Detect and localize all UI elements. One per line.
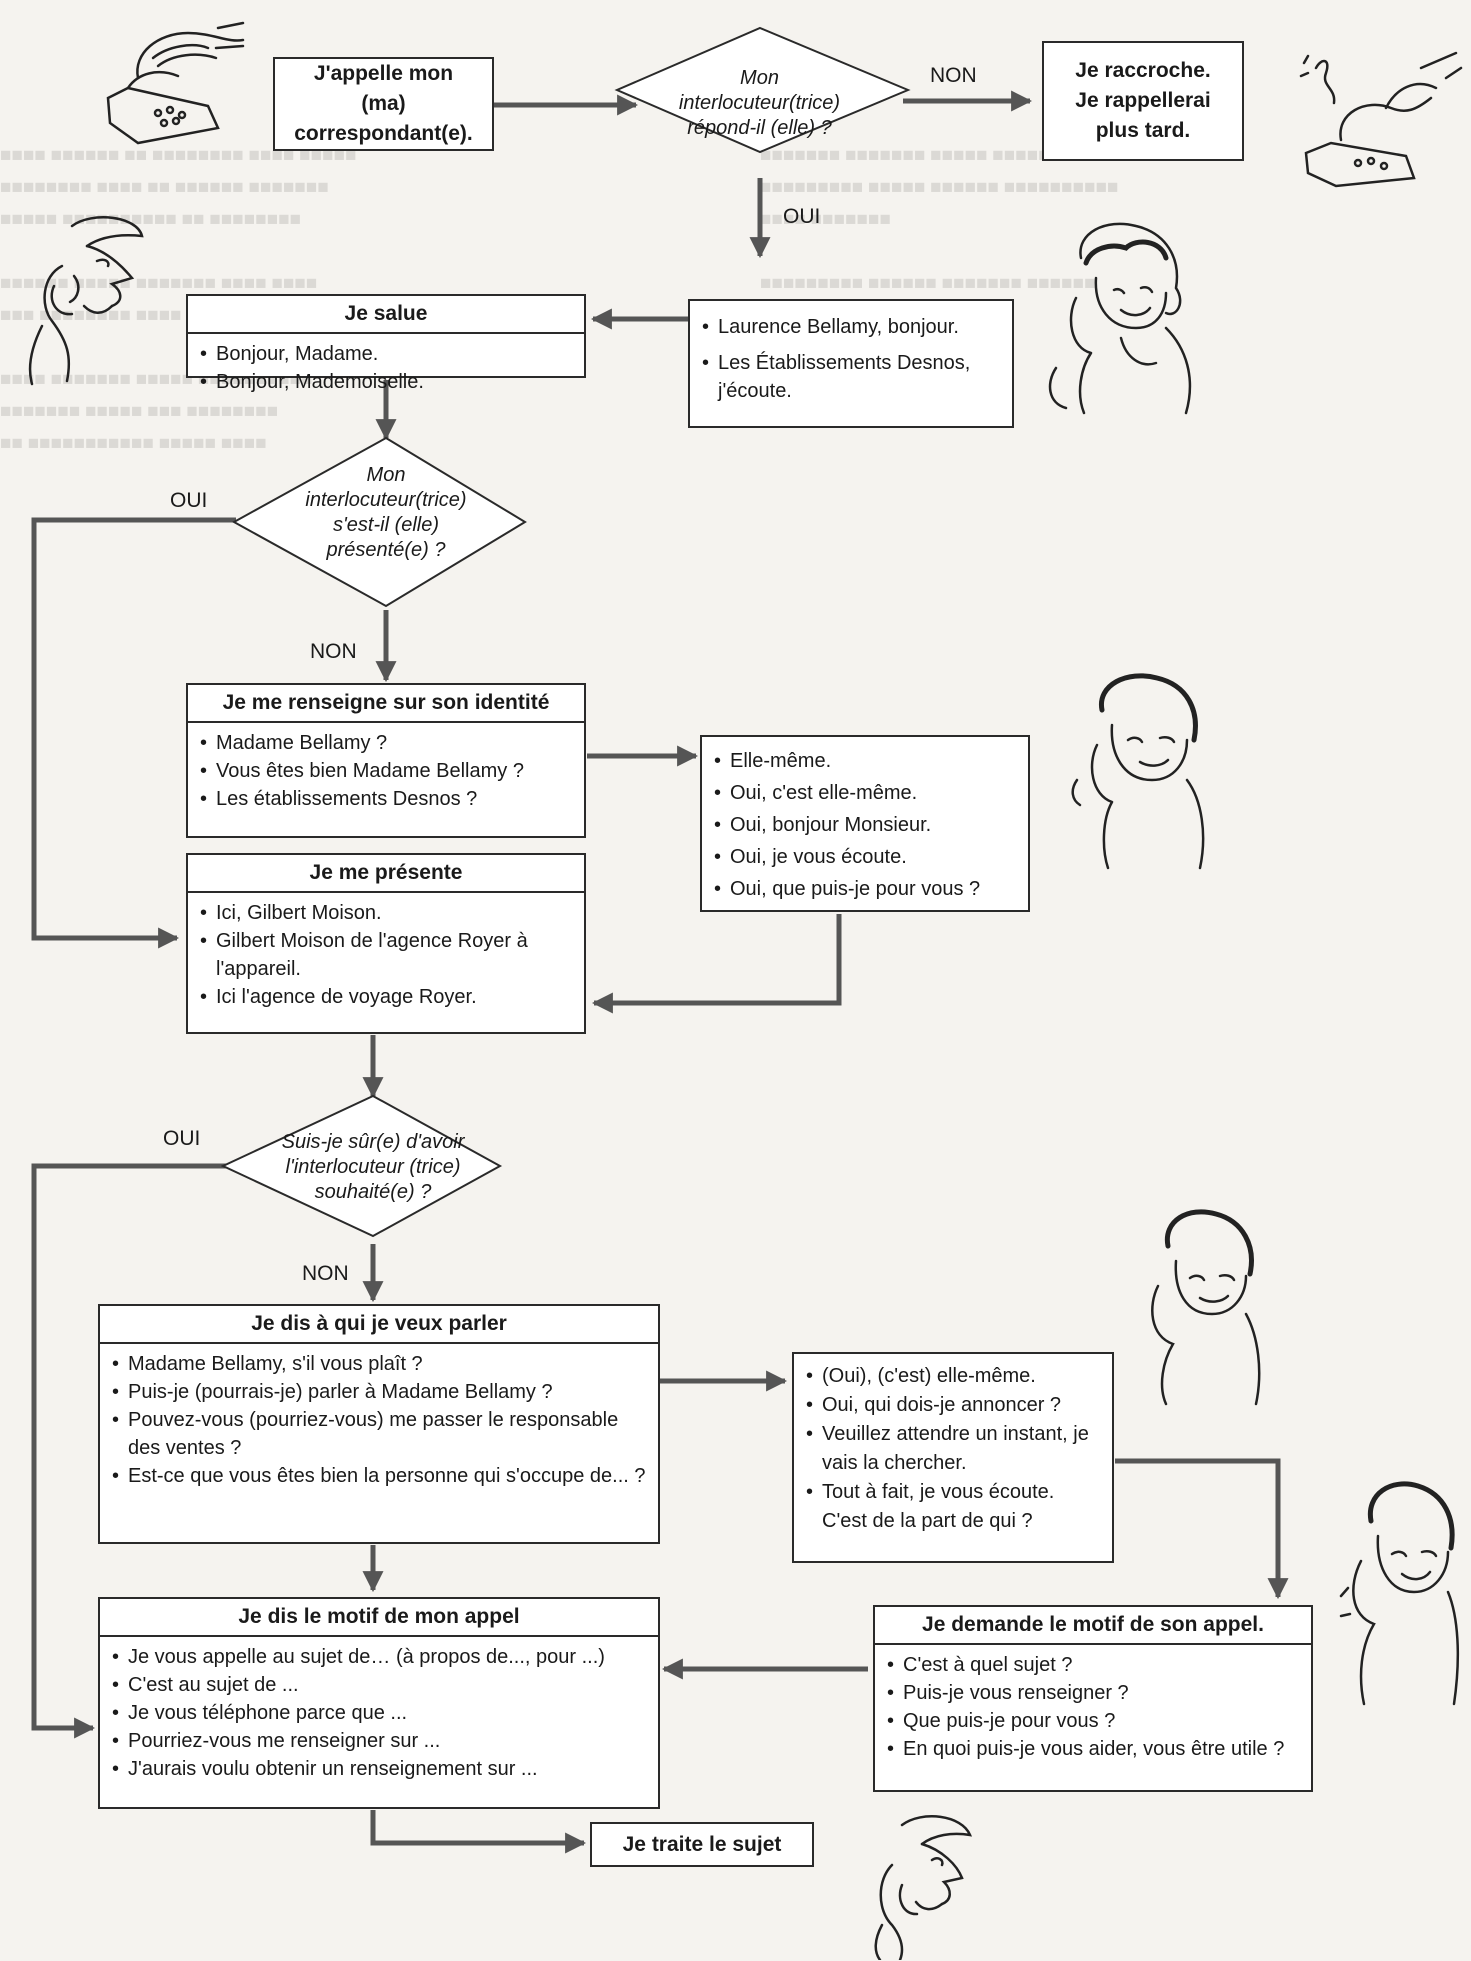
- list-item: J'aurais voulu obtenir un renseignement …: [110, 1755, 648, 1783]
- start-box: J'appelle mon (ma) correspondant(e).: [273, 57, 494, 151]
- label-oui-1: OUI: [783, 205, 821, 228]
- woman-phone-illustration-2: [1048, 222, 1192, 415]
- woman-phone-illustration-4: [1151, 1209, 1261, 1406]
- list-item: Les établissements Desnos ?: [198, 785, 574, 813]
- decision-2-text: Mon interlocuteur(trice) s'est-il (elle)…: [305, 464, 467, 561]
- list-item: Vous êtes bien Madame Bellamy ?: [198, 757, 574, 785]
- list-item: Ici l'agence de voyage Royer.: [198, 983, 544, 1011]
- list-item: Veuillez attendre un instant, je vais la…: [804, 1420, 1102, 1478]
- salue-title: Je salue: [188, 296, 584, 334]
- answer1-box: Laurence Bellamy, bonjour. Les Établisse…: [688, 299, 1014, 428]
- label-non-3: NON: [302, 1262, 349, 1285]
- list-item: Bonjour, Madame.: [198, 340, 574, 368]
- veux-title: Je dis à qui je veux parler: [100, 1306, 658, 1344]
- list-item: C'est à quel sujet ?: [885, 1651, 1301, 1679]
- list-item: En quoi puis-je vous aider, vous être ut…: [885, 1735, 1301, 1763]
- label-oui-2: OUI: [170, 489, 208, 512]
- list-item: Oui, je vous écoute.: [712, 841, 1018, 873]
- decision-diamond-2: [231, 436, 527, 608]
- list-item: Puis-je vous renseigner ?: [885, 1679, 1301, 1707]
- decision-1-text: Mon interlocuteur(trice) répond-il (elle…: [678, 67, 841, 139]
- no-answer-box: Je raccroche. Je rappellerai plus tard.: [1042, 41, 1244, 161]
- answer2-box: Elle-même. Oui, c'est elle-même. Oui, bo…: [700, 735, 1030, 912]
- presente-title: Je me présente: [188, 855, 584, 893]
- list-item: Ici, Gilbert Moison.: [198, 899, 544, 927]
- man-phone-illustration-1: [28, 216, 144, 386]
- list-item: Elle-même.: [712, 745, 1018, 777]
- label-oui-3: OUI: [163, 1127, 201, 1150]
- label-non-1: NON: [930, 64, 977, 87]
- label-non-2: NON: [310, 640, 357, 663]
- renseigne-box: Je me renseigne sur son identité Madame …: [186, 683, 586, 838]
- list-item: Tout à fait, je vous écoute. C'est de la…: [804, 1478, 1102, 1536]
- salue-box: Je salue Bonjour, Madame. Bonjour, Madem…: [186, 294, 586, 396]
- list-item: Bonjour, Mademoiselle.: [198, 368, 574, 396]
- list-item: Laurence Bellamy, bonjour.: [700, 313, 1002, 341]
- list-item: Puis-je (pourrais-je) parler à Madame Be…: [110, 1378, 648, 1406]
- list-item: Madame Bellamy, s'il vous plaît ?: [110, 1350, 648, 1378]
- list-item: Oui, que puis-je pour vous ?: [712, 873, 1018, 905]
- list-item: Les Établissements Desnos, j'écoute.: [700, 349, 1002, 405]
- list-item: Pouvez-vous (pourriez-vous) me passer le…: [110, 1406, 648, 1462]
- list-item: Je vous appelle au sujet de… (à propos d…: [110, 1643, 648, 1671]
- list-item: (Oui), (c'est) elle-même.: [804, 1362, 1102, 1391]
- list-item: Je vous téléphone parce que ...: [110, 1699, 648, 1727]
- demande-box: Je demande le motif de son appel. C'est …: [873, 1605, 1313, 1792]
- list-item: Madame Bellamy ?: [198, 729, 574, 757]
- presente-box: Je me présente Ici, Gilbert Moison. Gilb…: [186, 853, 586, 1034]
- list-item: Que puis-je pour vous ?: [885, 1707, 1301, 1735]
- list-item: Pourriez-vous me renseigner sur ...: [110, 1727, 648, 1755]
- list-item: Est-ce que vous êtes bien la personne qu…: [110, 1462, 648, 1490]
- woman-phone-illustration-3: [1071, 673, 1205, 870]
- end-box: Je traite le sujet: [590, 1822, 814, 1867]
- telephone-hand-illustration: [106, 21, 245, 145]
- man-phone-illustration-2: [874, 1815, 972, 1960]
- decision-diamond-1: [614, 26, 911, 154]
- list-item: C'est au sujet de ...: [110, 1671, 648, 1699]
- list-item: Oui, qui dois-je annoncer ?: [804, 1391, 1102, 1420]
- woman-phone-illustration-1: [1299, 51, 1463, 188]
- list-item: Oui, c'est elle-même.: [712, 777, 1018, 809]
- list-item: Gilbert Moison de l'agence Royer à l'app…: [198, 927, 544, 983]
- list-item: Oui, bonjour Monsieur.: [712, 809, 1018, 841]
- decision-diamond-3: [220, 1094, 503, 1238]
- renseigne-title: Je me renseigne sur son identité: [188, 685, 584, 723]
- demande-title: Je demande le motif de son appel.: [875, 1607, 1311, 1645]
- motif-title: Je dis le motif de mon appel: [100, 1599, 658, 1637]
- motif-box: Je dis le motif de mon appel Je vous app…: [98, 1597, 660, 1809]
- answer3-box: (Oui), (c'est) elle-même. Oui, qui dois-…: [792, 1352, 1114, 1563]
- veux-box: Je dis à qui je veux parler Madame Bella…: [98, 1304, 660, 1544]
- woman-phone-illustration-5: [1339, 1481, 1460, 1706]
- decision-3-text: Suis-je sûr(e) d'avoir l'interlocuteur (…: [281, 1131, 465, 1203]
- salue-list: Bonjour, Madame. Bonjour, Mademoiselle.: [188, 334, 584, 404]
